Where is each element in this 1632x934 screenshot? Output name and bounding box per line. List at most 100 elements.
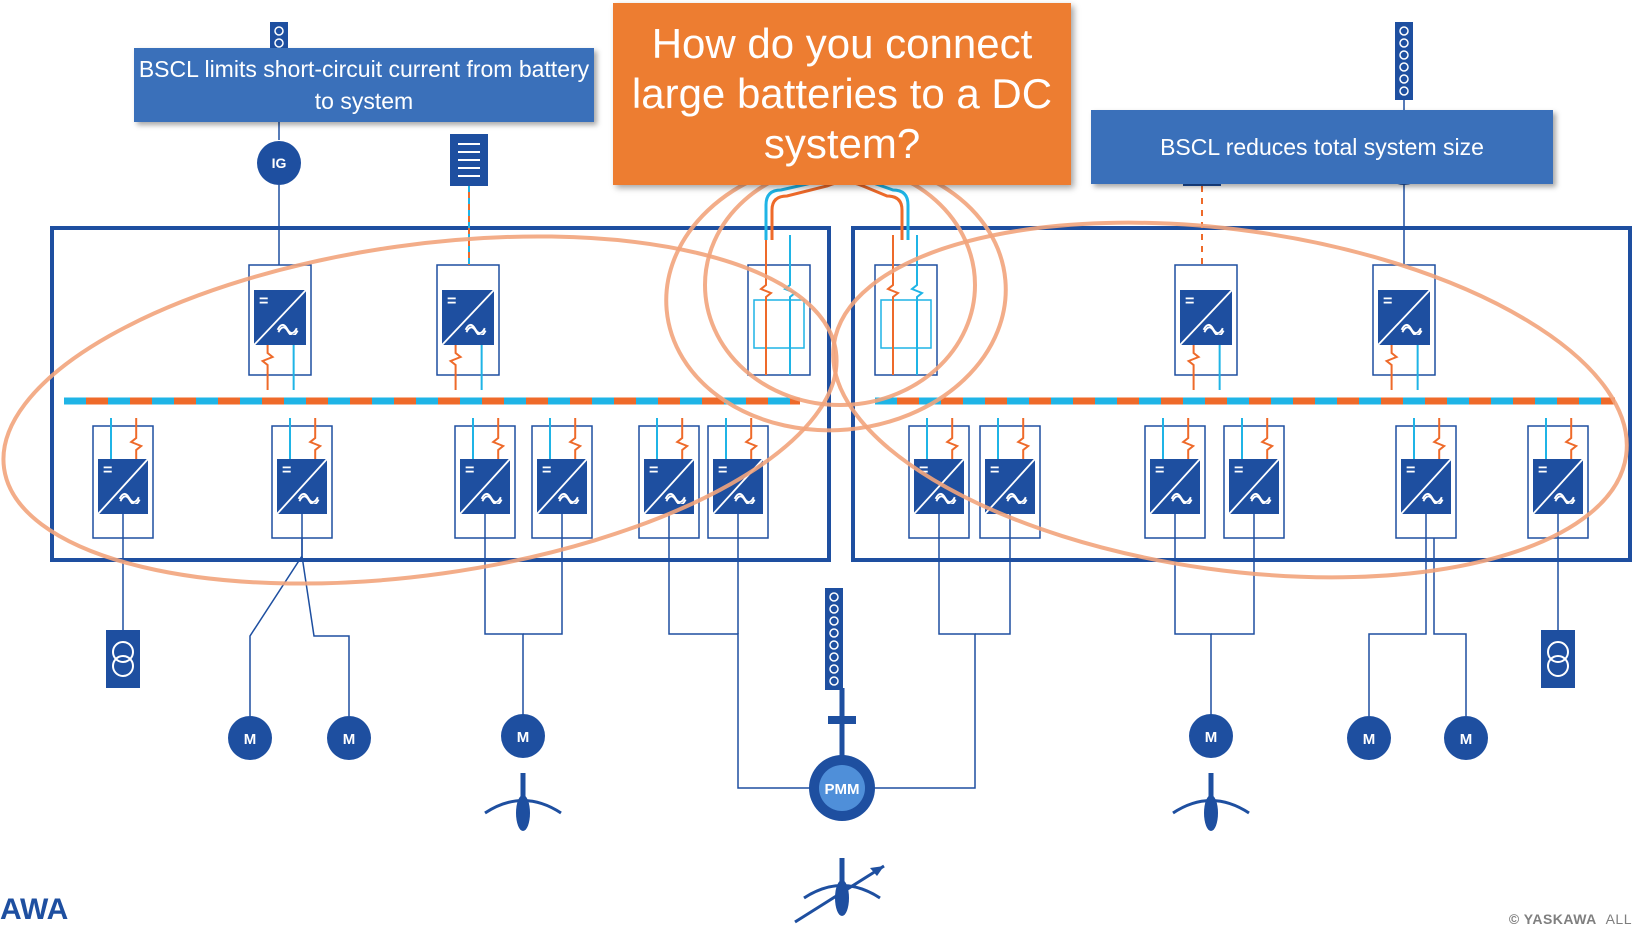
converter-diagonal	[1149, 458, 1201, 515]
converter-diagonal	[459, 458, 511, 515]
bscl-frame	[874, 264, 938, 376]
cable-orange	[945, 418, 960, 459]
converter-module: =	[436, 264, 500, 390]
motor-label: M	[1363, 731, 1376, 748]
battery-cell	[829, 664, 839, 674]
converter-dc-mark: =	[1383, 293, 1392, 310]
cable-orange	[1186, 345, 1201, 390]
converter-dc-mark: =	[1234, 462, 1243, 479]
cable-orange	[675, 418, 690, 459]
propeller-hub	[835, 880, 849, 916]
callout-short-circuit: BSCL limits short-circuit current from b…	[134, 48, 594, 122]
annotation-circle	[1, 234, 839, 586]
bscl-module	[874, 235, 938, 376]
converter-dc-mark: =	[649, 462, 658, 479]
converter-module: =	[638, 418, 700, 539]
converter-diagonal	[1377, 289, 1431, 346]
converter-module: =	[248, 264, 312, 390]
converter-diagonal	[97, 458, 149, 515]
copyright: © YASKAWA ALL	[1509, 911, 1632, 927]
converter-diagonal	[441, 289, 495, 346]
battery-cell	[274, 26, 284, 36]
propeller-hub	[1204, 795, 1218, 831]
copyright-text: © YASKAWA	[1508, 911, 1597, 927]
battery-frame	[1395, 22, 1413, 100]
transformer-icon	[1541, 630, 1575, 688]
battery-cell	[1399, 74, 1409, 84]
battery-cell	[829, 616, 839, 626]
converter-dc-mark: =	[259, 293, 268, 310]
converter-diagonal	[984, 458, 1036, 515]
battery-stack	[825, 588, 843, 690]
motor-label: M	[1205, 729, 1218, 746]
converter-module: =	[1372, 264, 1436, 390]
callout-question-text: How do you connect large batteries to a …	[631, 20, 1053, 167]
converter-module: =	[979, 418, 1041, 539]
battery-stack	[1395, 22, 1413, 100]
motor-circle	[228, 716, 272, 760]
converter-module: =	[454, 418, 516, 539]
motor: M	[501, 714, 545, 758]
converter-dc-mark: =	[465, 462, 474, 479]
converter-diagonal	[276, 458, 328, 515]
battery-cell	[829, 592, 839, 602]
bscl-module	[747, 235, 811, 376]
cable-orange	[129, 418, 144, 459]
motor: M	[1444, 716, 1488, 760]
converter-dc-mark: =	[542, 462, 551, 479]
motor: M	[1347, 716, 1391, 760]
converter-diagonal	[643, 458, 695, 515]
annotation-circle	[831, 220, 1629, 580]
motor-circle	[1189, 714, 1233, 758]
battery-cell	[829, 628, 839, 638]
cable-orange	[1016, 418, 1031, 459]
battery-frame	[825, 588, 843, 690]
transformer-coil	[1547, 655, 1569, 677]
motor-circle	[1444, 716, 1488, 760]
converter-diagonal	[1228, 458, 1280, 515]
ig-generator: IG	[257, 141, 301, 185]
battery-cell	[829, 604, 839, 614]
cable-orange	[1181, 418, 1196, 459]
load-line	[1174, 538, 1212, 716]
callout-short-circuit-text: BSCL limits short-circuit current from b…	[138, 56, 590, 114]
converter-dc-mark: =	[1155, 462, 1164, 479]
transformer-icon	[106, 630, 140, 688]
load-line	[975, 538, 1011, 635]
converter-units: ================	[92, 264, 1589, 539]
converter-dc-mark: =	[990, 462, 999, 479]
cable-orange	[308, 418, 323, 459]
converter-diagonal	[913, 458, 965, 515]
motor-label: M	[517, 729, 530, 746]
pmm-motor: PMM	[809, 755, 875, 821]
cable-orange	[886, 235, 900, 375]
callout-question: How do you connect large batteries to a …	[613, 3, 1071, 185]
load-line	[1433, 538, 1467, 716]
bscl-inner	[880, 299, 932, 349]
cable-bridge-orange	[770, 180, 904, 240]
converter-diagonal	[1532, 458, 1584, 515]
converter-dc-mark: =	[1538, 462, 1547, 479]
cable-orange	[1384, 345, 1399, 390]
pitch-arrow	[794, 864, 885, 924]
load-line	[523, 538, 563, 635]
transformer-coil	[112, 641, 134, 663]
converter-diagonal	[253, 289, 307, 346]
battery-link	[747, 173, 938, 376]
load-line	[1368, 538, 1427, 716]
battery-cell	[1399, 86, 1409, 96]
cable-cyan	[910, 235, 924, 375]
battery-cell	[829, 652, 839, 662]
converter-dc-mark: =	[103, 462, 112, 479]
converter-module: =	[531, 418, 593, 539]
motor-label: M	[343, 731, 356, 748]
converter-module: =	[1174, 264, 1238, 390]
load-line	[301, 538, 350, 716]
tank-icon	[450, 134, 488, 186]
load-line	[249, 538, 303, 716]
propeller	[803, 858, 881, 916]
pmm-coupling	[828, 716, 856, 724]
load-line	[1211, 538, 1255, 635]
